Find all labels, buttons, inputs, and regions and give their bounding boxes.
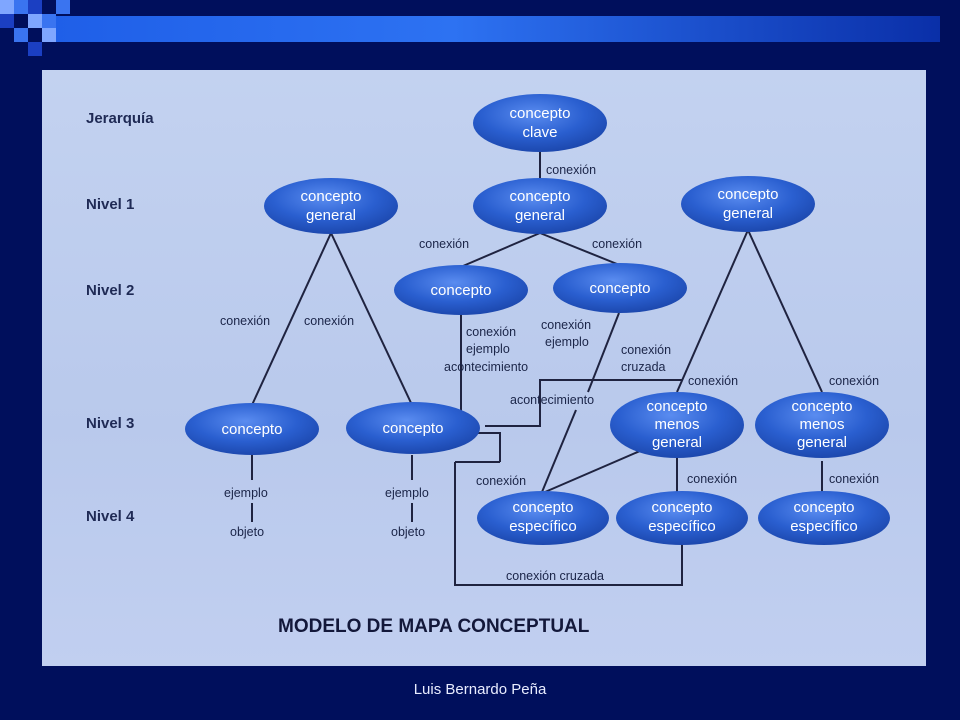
- level-label-nivel-4: Nivel 4: [86, 508, 135, 525]
- svg-text:general: general: [515, 207, 565, 224]
- level-label-jerarquia: Jerarquía: [86, 110, 154, 127]
- edge-label: acontecimiento: [444, 360, 528, 374]
- svg-text:específico: específico: [648, 518, 716, 535]
- edge-label: objeto: [391, 525, 425, 539]
- edge-label: ejemplo: [545, 335, 589, 349]
- node-concepto-general-right: concepto general: [681, 176, 815, 232]
- edge-label: ejemplo: [385, 486, 429, 500]
- edge-label: conexión: [592, 237, 642, 251]
- svg-text:general: general: [306, 207, 356, 224]
- svg-text:específico: específico: [509, 518, 577, 535]
- node-concepto-especifico-1: concepto específico: [477, 491, 609, 545]
- svg-text:concepto: concepto: [510, 188, 571, 205]
- node-concepto-n2a: concepto: [394, 265, 528, 315]
- top-accent-bar: [55, 16, 940, 42]
- concept-map-image: [42, 70, 926, 666]
- svg-text:concepto: concepto: [301, 188, 362, 205]
- edge-label: conexión: [621, 343, 671, 357]
- svg-text:específico: específico: [790, 518, 858, 535]
- diagram-title: MODELO DE MAPA CONCEPTUAL: [278, 616, 590, 637]
- edge-label: conexión: [829, 472, 879, 486]
- edge-label: conexión: [546, 163, 596, 177]
- svg-text:clave: clave: [522, 124, 557, 141]
- node-concepto-n3b: concepto: [346, 402, 480, 454]
- svg-text:concepto: concepto: [652, 499, 713, 516]
- svg-text:general: general: [652, 434, 702, 451]
- node-concepto-clave: concepto clave: [473, 94, 607, 152]
- svg-text:concepto: concepto: [647, 398, 708, 415]
- node-concepto-n3a: concepto: [185, 403, 319, 455]
- svg-text:concepto: concepto: [222, 421, 283, 438]
- svg-text:concepto: concepto: [510, 105, 571, 122]
- svg-text:concepto: concepto: [383, 420, 444, 437]
- svg-text:concepto: concepto: [431, 282, 492, 299]
- edge-label: conexión: [304, 314, 354, 328]
- node-concepto-n2b: concepto: [553, 263, 687, 313]
- svg-text:concepto: concepto: [794, 499, 855, 516]
- svg-text:general: general: [797, 434, 847, 451]
- edge-label: ejemplo: [224, 486, 268, 500]
- svg-text:menos: menos: [799, 416, 844, 433]
- svg-text:concepto: concepto: [590, 280, 651, 297]
- node-concepto-especifico-3: concepto específico: [758, 491, 890, 545]
- svg-text:concepto: concepto: [718, 186, 779, 203]
- node-concepto-general-mid: concepto general: [473, 178, 607, 234]
- node-concepto-menos-general-2: concepto menos general: [755, 392, 889, 458]
- svg-text:menos: menos: [654, 416, 699, 433]
- svg-text:concepto: concepto: [792, 398, 853, 415]
- edge-label: conexión cruzada: [506, 569, 604, 583]
- svg-text:general: general: [723, 205, 773, 222]
- edge-label: conexión: [541, 318, 591, 332]
- level-label-nivel-3: Nivel 3: [86, 415, 134, 432]
- edge-labels: conexión conexión conexión conexión cone…: [220, 163, 879, 583]
- node-concepto-especifico-2: concepto específico: [616, 491, 748, 545]
- edge-label: conexión: [476, 474, 526, 488]
- node-concepto-menos-general-1: concepto menos general: [610, 392, 744, 458]
- level-label-nivel-1: Nivel 1: [86, 196, 134, 213]
- edge-label: conexión: [687, 472, 737, 486]
- edge-label: ejemplo: [466, 342, 510, 356]
- edge-label: conexión: [688, 374, 738, 388]
- edge-label: conexión: [829, 374, 879, 388]
- edge-label: conexión: [220, 314, 270, 328]
- node-concepto-general-left: concepto general: [264, 178, 398, 234]
- edge-label: objeto: [230, 525, 264, 539]
- slide-footer-author: Luis Bernardo Peña: [413, 681, 547, 698]
- edge-label: cruzada: [621, 360, 666, 374]
- svg-text:concepto: concepto: [513, 499, 574, 516]
- edge-label: conexión: [466, 325, 516, 339]
- edge-label: conexión: [419, 237, 469, 251]
- level-label-nivel-2: Nivel 2: [86, 282, 134, 299]
- edge-label: acontecimiento: [510, 393, 594, 407]
